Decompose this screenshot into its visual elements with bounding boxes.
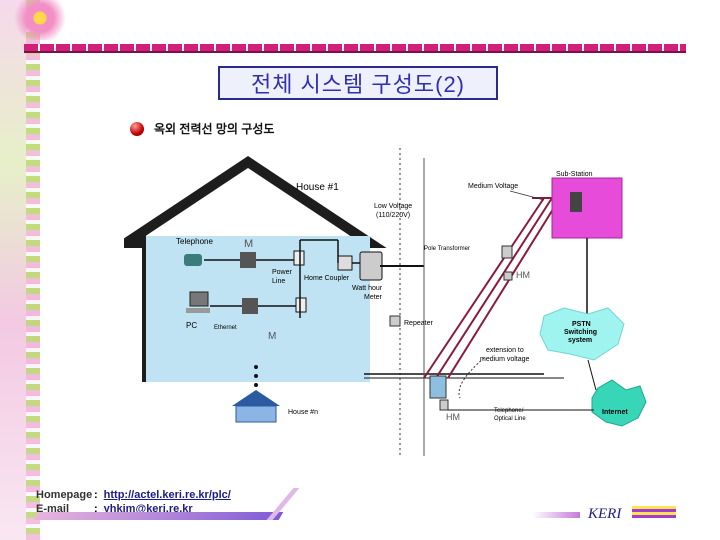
homepage-link[interactable]: http://actel.keri.re.kr/plc/	[103, 489, 231, 501]
slide-title: 전체 시스템 구성도(2)	[218, 66, 498, 100]
watt-hour-meter-icon	[359, 251, 383, 281]
home-coupler-label: Home Coupler	[304, 275, 350, 282]
footer-decoration-slash	[266, 488, 300, 520]
sub-station-box	[551, 177, 623, 239]
modem-m2-icon	[242, 298, 258, 314]
ellipsis-dot-1	[254, 365, 258, 369]
keri-decoration-left	[532, 512, 580, 518]
pole-transformer-label: Pole Transformer	[424, 246, 470, 252]
repeater-icon	[389, 315, 401, 327]
sub-station-equipment-icon	[570, 192, 582, 212]
home-coupler-icon	[337, 255, 353, 271]
red-bullet-icon	[130, 121, 144, 136]
left-stripe-decoration	[26, 0, 40, 540]
house-n-roof	[232, 390, 280, 406]
house-1-label: House #1	[296, 182, 339, 193]
telephone-optical-label: Telephone/Optical Line	[494, 408, 526, 422]
header-rule-line	[24, 51, 686, 53]
homepage-label: Homepage	[36, 489, 93, 501]
outlet-2-icon	[295, 297, 307, 313]
house-n-label: House #n	[288, 409, 318, 416]
subtitle-row: 옥외 전력선 망의 구성도	[130, 120, 274, 137]
low-voltage-label: Low Voltage(110/220V)	[374, 203, 412, 219]
brand-logo-text: KERI	[588, 506, 622, 522]
medium-voltage-line-2	[435, 197, 553, 379]
ellipsis-dot-2	[254, 374, 258, 378]
hm-label-1: HM	[516, 270, 530, 280]
m-label-1: M	[244, 238, 253, 250]
pc-keyboard-icon	[186, 308, 210, 313]
footer: Homepage : http://actel.keri.re.kr/plc/ …	[36, 488, 231, 516]
pstn-cloud-icon	[539, 307, 625, 361]
ethernet-label: Ethernet	[214, 325, 237, 331]
ellipsis-dot-3	[254, 383, 258, 387]
slide-title-text: 전체 시스템 구성도(2)	[250, 72, 466, 97]
homepage-separator: :	[94, 489, 98, 501]
medium-voltage-line-3	[447, 197, 561, 379]
lower-transformer-icon	[429, 375, 447, 399]
telephone-label: Telephone	[176, 237, 213, 246]
internet-cloud-icon	[591, 379, 647, 427]
medium-voltage-label: Medium Voltage	[468, 183, 518, 190]
m-label-2: M	[268, 331, 276, 342]
hm-2-icon	[439, 399, 449, 411]
house-roof	[109, 155, 387, 248]
repeater-label: Repeater	[404, 320, 433, 327]
hm-label-2: HM	[446, 412, 460, 422]
house-n-icon	[235, 405, 277, 423]
medium-voltage-pointer	[509, 190, 545, 201]
modem-m1-icon	[240, 252, 256, 268]
house-wall	[142, 236, 146, 382]
medium-voltage-line-1	[423, 197, 545, 379]
header-rule	[24, 44, 686, 52]
keri-decoration-bar	[632, 506, 676, 518]
pc-label: PC	[186, 321, 197, 330]
email-separator: :	[94, 503, 98, 515]
telephone-icon	[184, 254, 202, 266]
pole-transformer-icon	[501, 245, 513, 259]
hm-1-icon	[503, 271, 513, 281]
sub-station-label: Sub-Station	[556, 171, 593, 178]
footer-decoration-bar	[33, 512, 284, 520]
subtitle-text: 옥외 전력선 망의 구성도	[154, 122, 275, 136]
internet-label: Internet	[602, 409, 628, 416]
outlet-1-icon	[293, 250, 305, 266]
flower-decoration	[0, 0, 90, 40]
pc-icon	[189, 291, 209, 307]
pstn-to-internet-line	[587, 359, 597, 391]
homepage-row: Homepage : http://actel.keri.re.kr/plc/	[36, 488, 231, 502]
